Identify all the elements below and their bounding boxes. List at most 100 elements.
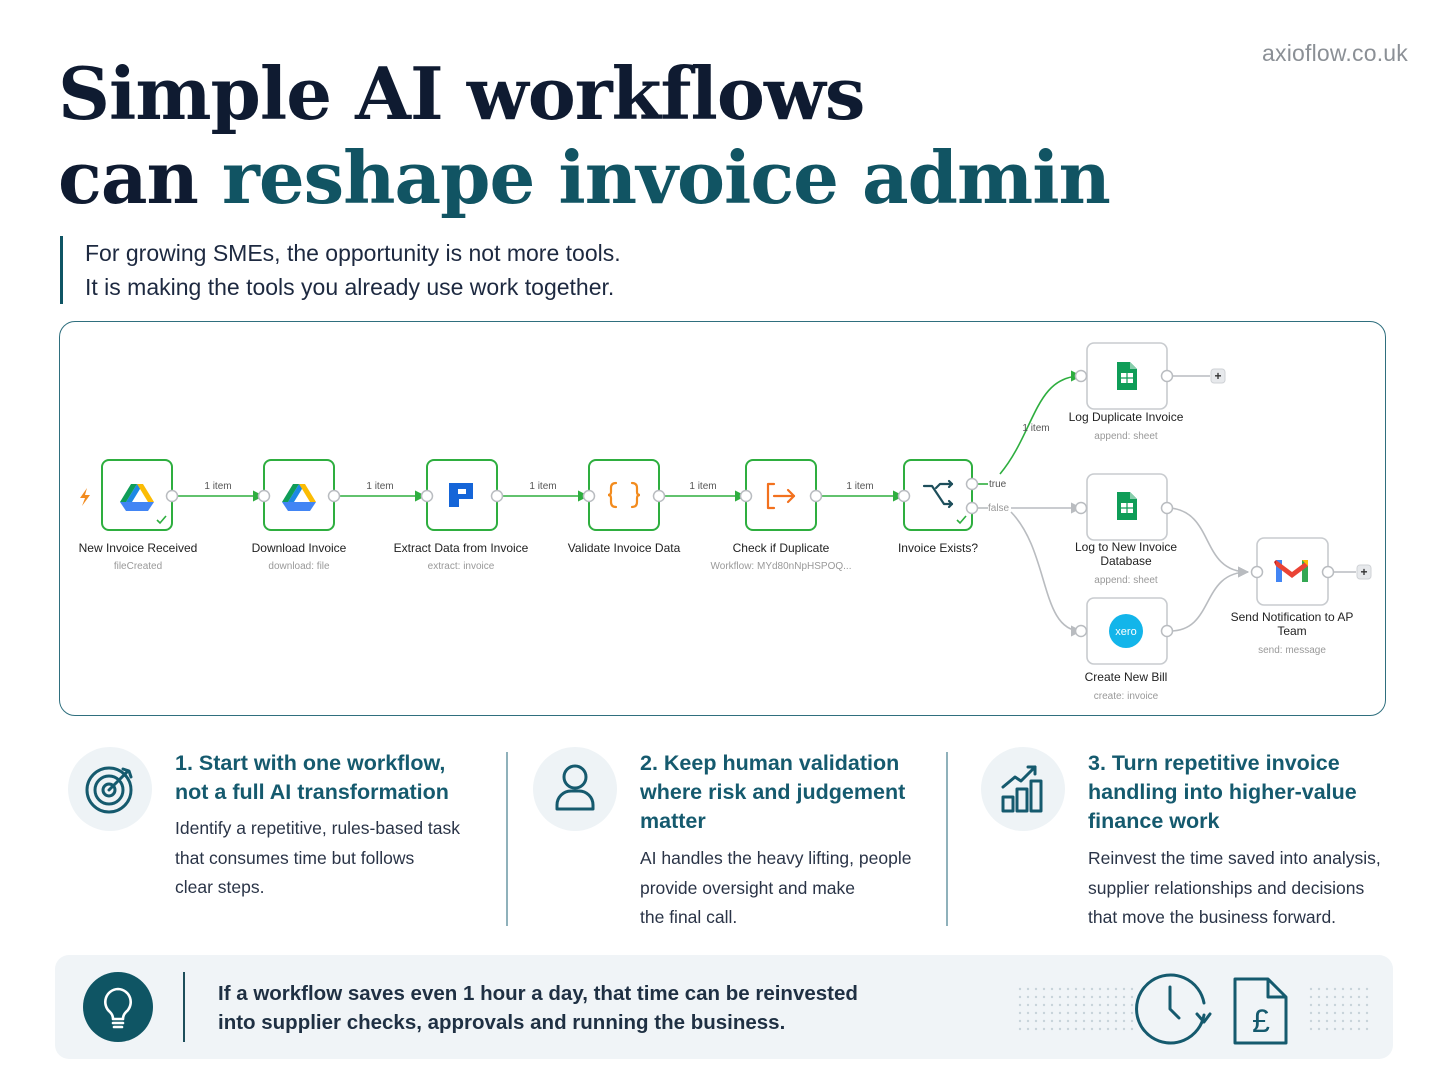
page-title: Simple AI workflows can reshape invoice … xyxy=(58,52,1111,220)
node-1-name: New Invoice Received xyxy=(79,541,198,555)
execute-workflow-icon xyxy=(766,482,796,510)
footer-message: If a workflow saves even 1 hour a day, t… xyxy=(218,979,858,1037)
tip-2-title-line-3: matter xyxy=(640,809,706,833)
tip-2-body: AI handles the heavy lifting, people pro… xyxy=(640,844,911,933)
edge-true-branch: true 1 item xyxy=(978,370,1083,490)
node-6-name: Invoice Exists? xyxy=(898,541,978,555)
node-invoice-exists[interactable]: Invoice Exists? xyxy=(897,459,978,555)
tip-3-body-line-3: that move the business forward. xyxy=(1088,907,1337,927)
branch-if-icon xyxy=(922,479,954,509)
tip-3-title-line-3: finance work xyxy=(1088,809,1220,833)
node-9-sub: create: invoice xyxy=(1094,691,1159,702)
tip-1-body: Identify a repetitive, rules-based task … xyxy=(175,814,460,903)
node-5-name: Check if Duplicate xyxy=(733,541,830,555)
node-download-invoice[interactable]: Download Invoice download: file xyxy=(252,459,347,572)
branch-true-label: true xyxy=(989,479,1007,490)
add-symbol-right: + xyxy=(1360,565,1367,579)
node-send-notification[interactable]: Send Notification to AP Team send: messa… xyxy=(1231,537,1354,656)
google-sheets-icon xyxy=(1117,362,1137,390)
node-1-sub: fileCreated xyxy=(114,561,162,572)
node-extract-data[interactable]: Extract Data from Invoice extract: invoi… xyxy=(394,459,529,572)
edge-1-label: 1 item xyxy=(204,481,231,492)
intro-line-2: It is making the tools you already use w… xyxy=(85,274,615,300)
tip-2-icon-badge xyxy=(533,747,617,831)
title-line-2-plain: can xyxy=(58,135,222,220)
google-drive-icon xyxy=(120,484,154,511)
node-log-new-invoice-database[interactable]: Log to New Invoice Database append: shee… xyxy=(1074,473,1177,586)
node-10-name-line-1: Send Notification to AP xyxy=(1231,610,1354,624)
tip-1-body-line-2: that consumes time but follows xyxy=(175,847,415,868)
node-validate-invoice-data[interactable]: Validate Invoice Data xyxy=(568,459,681,555)
tip-3-body-line-1: Reinvest the time saved into analysis, xyxy=(1088,848,1381,868)
edge-3: 1 item xyxy=(503,481,590,502)
xero-logo-text: xero xyxy=(1115,626,1136,638)
node-5-sub: Workflow: MYd80nNpHSPOQ... xyxy=(711,561,852,572)
google-sheets-icon xyxy=(1117,492,1137,520)
footer-callout: If a workflow saves even 1 hour a day, t… xyxy=(55,955,1393,1059)
tip-2-title-line-2: where risk and judgement xyxy=(640,780,906,804)
dot-grid-left xyxy=(1018,987,1134,1031)
edge-false-branch: false xyxy=(978,502,1083,637)
workflow-diagram: 1 item 1 item 1 item 1 item 1 item true … xyxy=(79,342,1372,702)
trigger-bolt-icon xyxy=(80,488,90,506)
footer-line-2: into supplier checks, approvals and runn… xyxy=(218,1011,786,1034)
lightbulb-icon xyxy=(104,987,132,1029)
google-drive-icon xyxy=(282,484,316,511)
document-parser-icon xyxy=(449,483,473,507)
node-create-new-bill[interactable]: xero Create New Bill create: invoice xyxy=(1074,597,1174,702)
tip-3-body-line-2: supplier relationships and decisions xyxy=(1088,877,1365,898)
node-new-invoice-received[interactable]: New Invoice Received fileCreated xyxy=(79,459,198,572)
tip-1-title-line-1: 1. Start with one workflow, xyxy=(175,751,446,775)
node-7-sub: append: sheet xyxy=(1094,431,1158,442)
tip-1-body-line-1: Identify a repetitive, rules-based task xyxy=(175,818,461,838)
footer-divider xyxy=(183,972,185,1042)
add-node-button-top[interactable]: + xyxy=(1210,368,1226,384)
node-7-name: Log Duplicate Invoice xyxy=(1069,410,1184,424)
edge-2: 1 item xyxy=(340,481,427,502)
tip-divider-1 xyxy=(506,752,508,926)
node-check-if-duplicate[interactable]: Check if Duplicate Workflow: MYd80nNpHSP… xyxy=(711,459,852,572)
tip-1-title: 1. Start with one workflow, not a full A… xyxy=(175,749,449,807)
tip-3-title: 3. Turn repetitive invoice handling into… xyxy=(1088,749,1357,836)
branch-false-label: false xyxy=(988,503,1010,514)
gmail-icon xyxy=(1274,560,1308,582)
node-9-name: Create New Bill xyxy=(1085,670,1168,684)
tip-3-body: Reinvest the time saved into analysis, s… xyxy=(1088,844,1381,933)
node-4-name: Validate Invoice Data xyxy=(568,541,681,555)
tip-3-title-line-1: 3. Turn repetitive invoice xyxy=(1088,751,1340,775)
edge-3-label: 1 item xyxy=(529,481,556,492)
tip-2-title: 2. Keep human validation where risk and … xyxy=(640,749,905,836)
edge-to-notification xyxy=(1169,507,1250,632)
node-8-name-line-2: Database xyxy=(1100,554,1152,568)
growth-chart-icon xyxy=(1001,765,1043,813)
tip-2-title-line-1: 2. Keep human validation xyxy=(640,751,900,775)
tip-divider-2 xyxy=(946,752,948,926)
code-braces-icon xyxy=(607,481,641,509)
tip-2-body-line-2: provide oversight and make xyxy=(640,877,855,898)
node-10-sub: send: message xyxy=(1258,645,1326,656)
node-2-name: Download Invoice xyxy=(252,541,347,555)
edge-4: 1 item xyxy=(665,481,747,502)
edge-5-label: 1 item xyxy=(846,481,873,492)
edge-true-label: 1 item xyxy=(1022,423,1049,434)
tip-1-body-line-3: clear steps. xyxy=(175,877,265,897)
tip-3-icon-badge xyxy=(981,747,1065,831)
xero-icon: xero xyxy=(1109,614,1143,648)
add-node-button-right[interactable]: + xyxy=(1356,564,1372,580)
clock-icon xyxy=(1135,973,1212,1045)
node-10-name-line-2: Team xyxy=(1277,624,1306,638)
node-log-duplicate-invoice[interactable]: Log Duplicate Invoice append: sheet xyxy=(1069,342,1184,442)
edge-1: 1 item xyxy=(178,481,265,502)
footer-decoration: £ xyxy=(1018,973,1369,1045)
title-line-2-accent: reshape invoice admin xyxy=(221,135,1111,220)
person-icon xyxy=(555,764,595,811)
pound-document-icon: £ xyxy=(1233,977,1288,1045)
intro-quote: For growing SMEs, the opportunity is not… xyxy=(60,236,621,304)
title-line-2: can reshape invoice admin xyxy=(58,135,1111,220)
tip-1-title-line-2: not a full AI transformation xyxy=(175,780,449,804)
brand-url[interactable]: axioflow.co.uk xyxy=(1262,40,1408,66)
tip-2-body-line-1: AI handles the heavy lifting, people xyxy=(640,848,912,868)
edge-2-label: 1 item xyxy=(366,481,393,492)
node-3-sub: extract: invoice xyxy=(428,561,495,572)
node-2-sub: download: file xyxy=(268,561,330,572)
